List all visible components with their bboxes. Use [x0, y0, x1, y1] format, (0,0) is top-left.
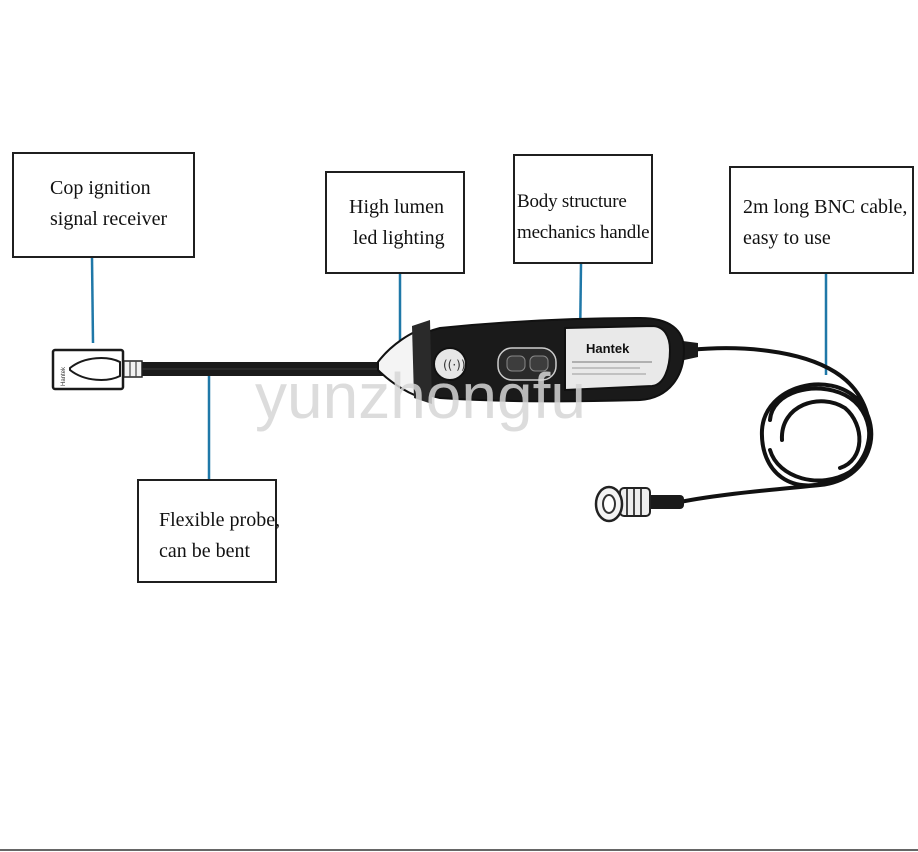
tip-brand-label: Hantek: [61, 366, 67, 386]
callout-led-lighting: High lumen led lighting: [325, 171, 465, 274]
bnc-connector: [594, 485, 684, 523]
callout-bnc-cable: 2m long BNC cable, easy to use: [729, 166, 914, 274]
callout-bnc-cable-line2: easy to use: [743, 227, 831, 249]
callout-flexible-probe-line2: can be bent: [159, 540, 251, 562]
watermark-text: yunzhongfu: [255, 360, 586, 432]
bottom-divider: [0, 849, 918, 851]
callout-flexible-probe: Flexible probe, can be bent: [137, 479, 281, 583]
svg-text:((·)): ((·)): [443, 358, 466, 372]
callout-cop-ignition-line2: signal receiver: [50, 208, 168, 230]
flexible-probe-rod: [138, 362, 388, 376]
callout-body-structure: Body structure mechanics handle: [513, 154, 653, 264]
callout-cop-ignition: Cop ignition signal receiver: [12, 152, 195, 258]
bnc-cable: [678, 346, 874, 504]
leader-line-cop: [90, 257, 95, 344]
callout-flexible-probe-line1: Flexible probe,: [159, 509, 281, 531]
callout-bnc-cable-line1: 2m long BNC cable,: [743, 196, 908, 218]
callout-led-lighting-line2: led lighting: [353, 227, 445, 249]
callout-led-lighting-line1: High lumen: [349, 196, 444, 218]
probe-handle: ((·)) Hantek: [377, 316, 698, 404]
handle-brand-label: Hantek: [586, 341, 630, 356]
callout-body-structure-line1: Body structure: [517, 191, 627, 212]
callout-body-structure-line2: mechanics handle: [517, 222, 650, 243]
callout-cop-ignition-line1: Cop ignition: [50, 177, 151, 199]
cop-receiver-tip: Hantek: [51, 348, 143, 391]
